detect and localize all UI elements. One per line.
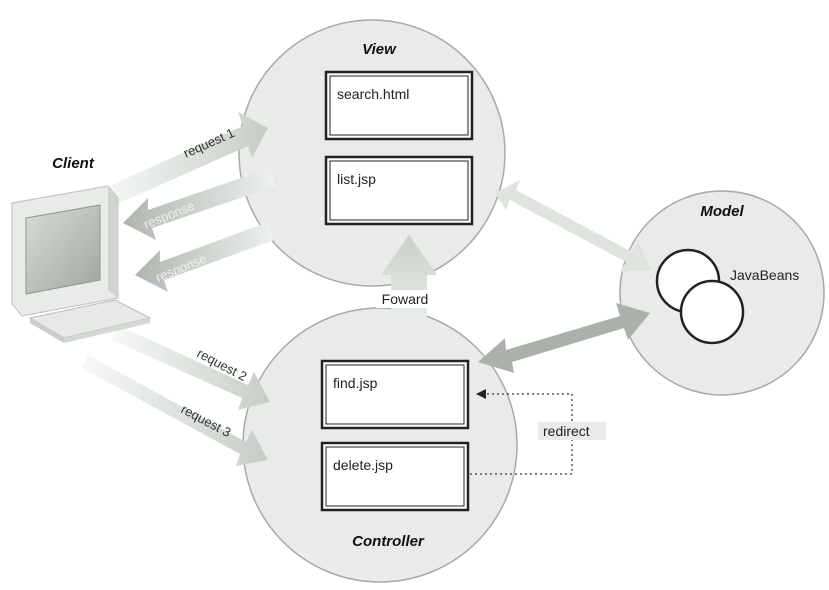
model-title: Model [700, 203, 744, 220]
view-title: View [362, 41, 397, 58]
controller-model-arrow [478, 303, 650, 373]
redirect-connector: redirect [470, 389, 606, 475]
model-view-arrow [495, 180, 652, 272]
request2-arrow: request 2 [112, 325, 270, 410]
controller-page-delete: delete.jsp [320, 441, 470, 512]
controller-page-find: find.jsp [320, 359, 470, 430]
view-page-list-label: list.jsp [337, 171, 376, 187]
client-title: Client [52, 155, 95, 172]
view-circle [238, 19, 506, 287]
controller-page-delete-label: delete.jsp [333, 457, 393, 473]
controller-page-find-label: find.jsp [333, 375, 378, 391]
client-computer-icon [11, 185, 152, 343]
response2-arrow: response [135, 222, 274, 292]
javabeans-label: JavaBeans [730, 267, 799, 283]
view-page-search-label: search.html [337, 86, 409, 102]
forward-label: Foward [382, 291, 429, 307]
javabeans-icon [655, 248, 745, 345]
view-page-search: search.html [324, 70, 474, 141]
controller-title: Controller [352, 533, 425, 550]
view-page-list: list.jsp [324, 155, 474, 226]
redirect-label: redirect [543, 423, 590, 439]
